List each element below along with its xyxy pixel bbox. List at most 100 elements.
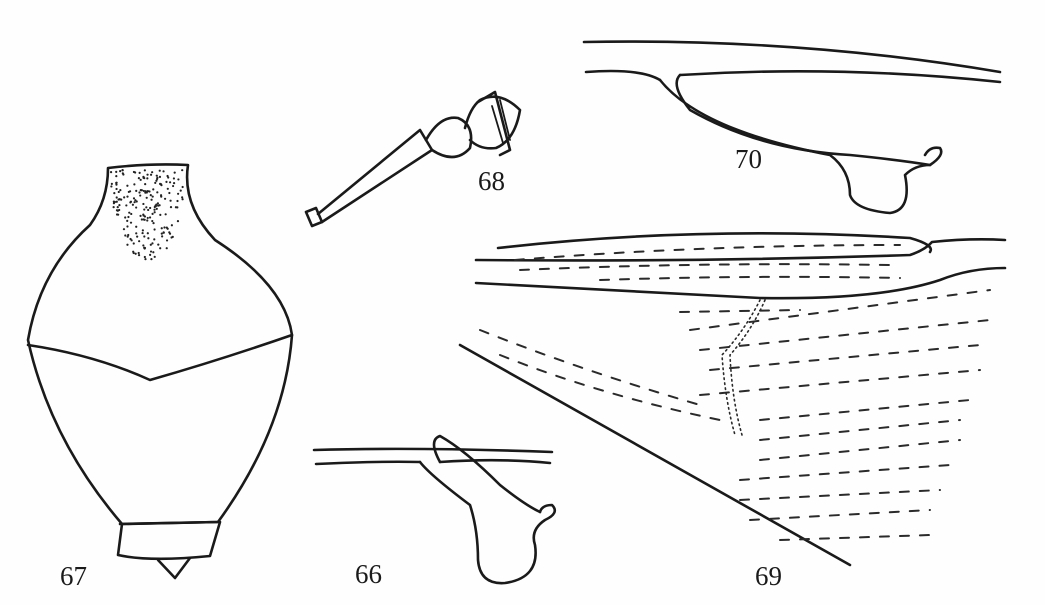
stipple-dot	[149, 206, 152, 210]
stipple-dot	[126, 184, 129, 187]
stipple-dot	[174, 206, 178, 209]
stipple-dot	[122, 228, 126, 231]
stipple-dot	[116, 206, 119, 209]
stipple-dot	[149, 194, 152, 197]
stipple-dot	[155, 207, 158, 210]
stipple-dot	[115, 183, 118, 186]
stipple-dot	[149, 253, 152, 256]
stipple-dot	[142, 213, 145, 216]
stipple-dot	[142, 189, 145, 193]
stipple-dot	[126, 195, 129, 198]
figure-label-67: 67	[60, 561, 87, 591]
figure-67-drawing	[26, 163, 294, 580]
stipple-dot	[153, 208, 156, 211]
stipple-dot	[124, 234, 127, 237]
stipple-dot	[169, 199, 172, 202]
stipple-dot	[146, 216, 149, 220]
stipple-dot	[181, 169, 184, 172]
stipple-dot	[110, 182, 113, 186]
stipple-dot	[165, 226, 168, 229]
stipple-dot	[138, 171, 141, 174]
stipple-dot	[160, 195, 163, 198]
stipple-dot	[170, 236, 173, 239]
stipple-dot	[145, 196, 148, 199]
stipple-dot	[160, 232, 163, 235]
stipple-dot	[160, 227, 163, 230]
stipple-dot	[129, 200, 133, 203]
stipple-dot	[127, 233, 130, 237]
stipple-dot	[121, 169, 124, 172]
stipple-dot	[177, 178, 180, 181]
stipple-dot	[151, 212, 154, 215]
stipple-dot	[112, 202, 116, 205]
stipple-dot	[127, 215, 130, 219]
figure-70-drawing	[582, 40, 1002, 215]
stipple-dot	[151, 195, 154, 198]
stipple-dot	[181, 196, 184, 199]
stipple-dot	[166, 187, 169, 190]
stipple-dot	[115, 187, 118, 191]
stipple-dot	[139, 178, 142, 181]
stipple-dot	[139, 194, 142, 197]
stipple-dot	[115, 200, 118, 203]
stipple-dot	[119, 170, 122, 173]
stipple-dot	[142, 176, 145, 179]
stipple-dot	[143, 255, 146, 259]
stipple-dot	[115, 170, 118, 173]
stipple-dot	[133, 183, 136, 186]
stipple-dot	[162, 170, 165, 173]
stipple-dot	[135, 225, 138, 228]
stipple-dot	[167, 176, 170, 179]
stipple-dot	[148, 216, 152, 219]
stipple-dot	[163, 226, 166, 229]
stipple-dot	[151, 219, 154, 223]
stipple-dot	[117, 190, 120, 194]
stipple-dot	[118, 204, 121, 207]
figure-label-69: 69	[755, 561, 782, 591]
stipple-dot	[157, 243, 160, 246]
stipple-dot	[165, 239, 169, 242]
stipple-dot	[121, 172, 124, 175]
stipple-dot	[142, 202, 145, 206]
stipple-dot	[145, 206, 148, 209]
stipple-dot	[115, 209, 119, 212]
stipple-dot	[112, 206, 115, 209]
stipple-dot	[144, 258, 147, 261]
stipple-dot	[133, 201, 136, 204]
stipple-dot	[129, 237, 132, 241]
stipple-dot	[170, 224, 173, 227]
stipple-dot	[151, 171, 154, 174]
stipple-dot	[146, 173, 149, 176]
stipple-dot	[126, 243, 129, 246]
stipple-dot	[146, 219, 149, 222]
stipple-dot	[159, 247, 162, 250]
stipple-dot	[165, 247, 168, 250]
stipple-dot	[143, 246, 147, 250]
stipple-dot	[140, 218, 143, 221]
stipple-dot	[110, 185, 113, 188]
stipple-dot	[132, 242, 135, 245]
stipple-pattern	[109, 168, 184, 261]
stipple-dot	[123, 196, 126, 199]
stipple-dot	[135, 189, 138, 192]
stipple-dot	[160, 184, 163, 187]
stipple-dot	[147, 208, 150, 212]
stipple-dot	[115, 213, 119, 216]
figure-68-drawing	[304, 90, 522, 228]
stipple-dot	[137, 254, 141, 257]
stipple-dot	[165, 180, 168, 183]
stipple-dot	[135, 232, 138, 235]
stipple-dot	[143, 208, 146, 211]
stipple-dot	[141, 229, 144, 232]
stipple-dot	[137, 251, 140, 255]
stipple-dot	[155, 177, 159, 181]
stipple-dot	[138, 240, 141, 243]
stipple-dot	[134, 252, 137, 255]
stipple-dot	[138, 191, 141, 194]
stipple-dot	[157, 204, 160, 207]
stipple-dot	[132, 251, 135, 255]
stipple-dot	[153, 211, 156, 214]
stipple-dot	[115, 181, 118, 185]
stipple-dot	[147, 237, 150, 240]
